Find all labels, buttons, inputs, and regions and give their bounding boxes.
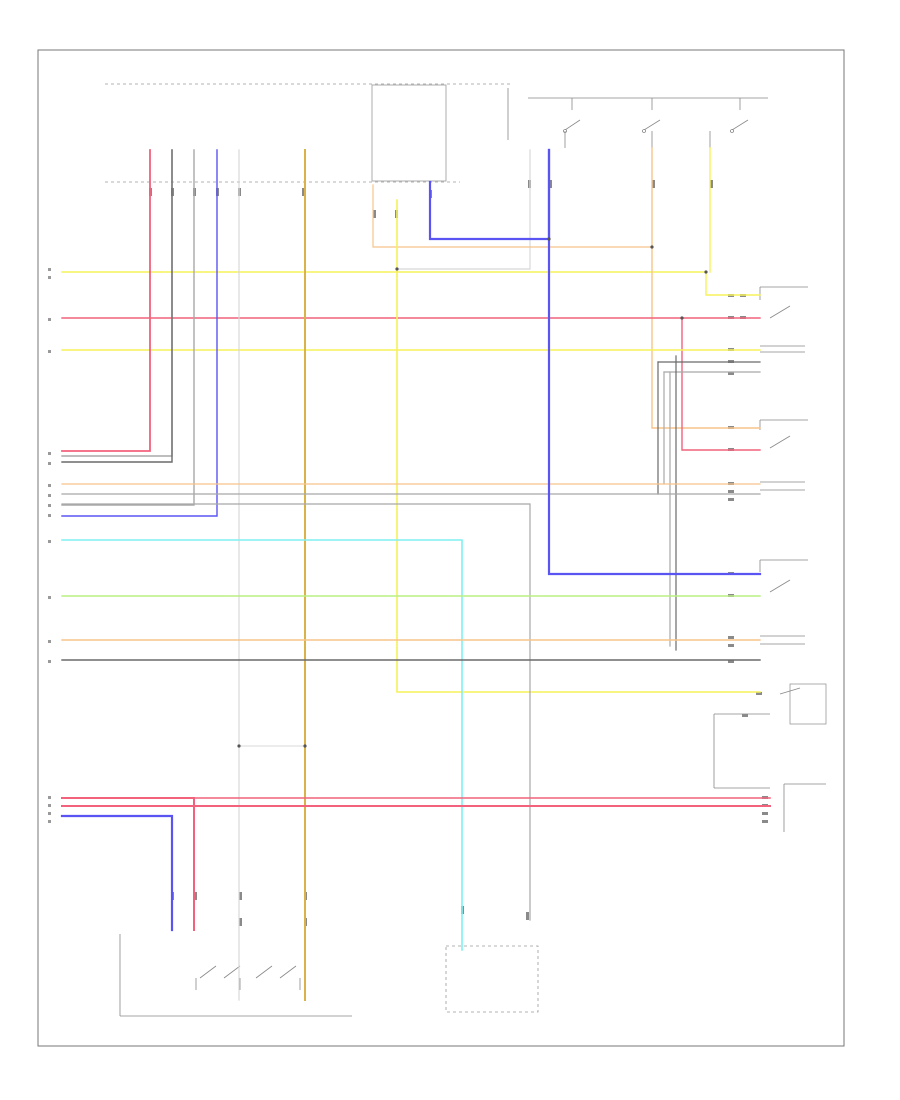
- wire-cyn-27: [61, 539, 463, 951]
- wire-yel-23: [396, 199, 761, 693]
- left-connector-markers: [48, 268, 51, 823]
- wire-blk-18: [61, 149, 173, 463]
- diagram-frame: [37, 49, 845, 1047]
- wire-blu-20: [61, 149, 218, 517]
- right-relay-2: [759, 419, 808, 491]
- wire-harness: [60, 147, 771, 1001]
- wire-red-16: [61, 149, 151, 452]
- wire-gry-26: [61, 503, 531, 921]
- bottom-switch-box: [119, 934, 352, 1017]
- wire-gry-19: [61, 149, 195, 506]
- bottom-sensor-box: [445, 945, 539, 1013]
- wire-gry-17: [61, 149, 173, 457]
- right-relay-3: [759, 559, 808, 645]
- wire-orn-6: [651, 147, 761, 429]
- wire-yel-4: [705, 271, 761, 296]
- top-switch-1: [563, 98, 581, 148]
- wire-blu-2: [428, 148, 551, 241]
- wire-red-33: [61, 797, 195, 931]
- right-switch-4: [779, 683, 827, 725]
- wire-orn-1: [372, 184, 653, 248]
- top-switch-2: [642, 98, 661, 148]
- right-connector-markers: [728, 294, 768, 823]
- wire-blu-28: [547, 148, 762, 576]
- right-module-box: [713, 713, 826, 832]
- splice-points: [237, 237, 708, 748]
- wire-red-8: [681, 317, 761, 451]
- top-switch-3: [709, 98, 749, 148]
- right-relay-1: [759, 286, 808, 353]
- wire-wht-0: [396, 149, 531, 270]
- wire-blu-35: [60, 814, 174, 932]
- control-module-box: [371, 84, 447, 182]
- bottom-connector-markers: [171, 892, 529, 926]
